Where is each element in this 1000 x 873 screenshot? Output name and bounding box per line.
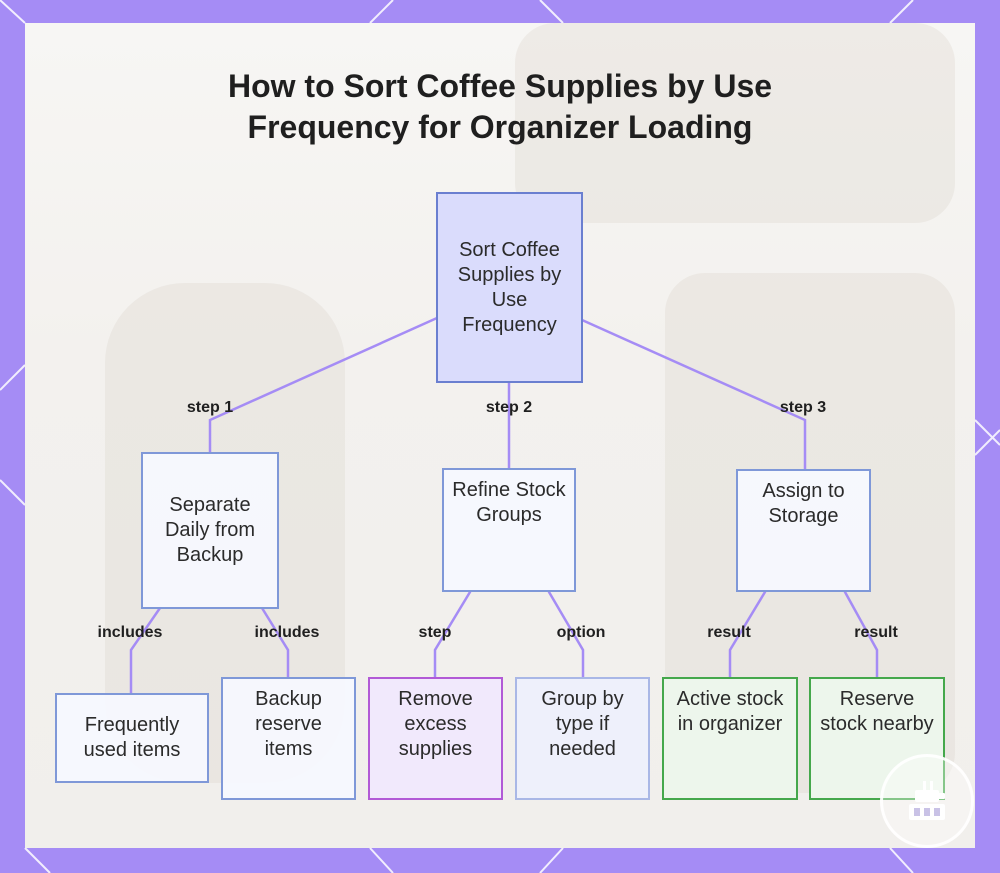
watermark-badge [880, 754, 974, 848]
node-frequent-label: Frequently used items [83, 714, 181, 761]
node-separate-label: Separate Daily from Backup [164, 494, 255, 566]
edge-separate-frequent [129, 606, 162, 695]
edge-assign-reserve [843, 590, 879, 679]
title-line-1: How to Sort Coffee Supplies by Use [227, 68, 773, 104]
edge-separate-backup [260, 606, 290, 679]
edge-label-step: step [418, 624, 452, 641]
robot-icon [909, 781, 945, 820]
edge-label-step3: step 3 [779, 399, 827, 416]
node-refine-label: Refine Stock Groups [452, 479, 566, 526]
node-active-label: Active stock in organizer [676, 688, 784, 735]
edge-label-result-a: result [707, 624, 751, 641]
node-refine: Refine Stock Groups [442, 468, 576, 592]
node-backup-label: Backup reserve items [255, 688, 322, 760]
edge-refine-remove [433, 590, 472, 679]
node-reserve: Reserve stock nearby [809, 677, 945, 800]
node-root: Sort Coffee Supplies by Use Frequency [436, 192, 583, 383]
edge-label-option: option [556, 624, 606, 641]
edge-label-includes-b: includes [254, 624, 320, 641]
node-group-label: Group by type if needed [541, 688, 624, 760]
edge-root-separate [208, 316, 439, 454]
node-frequent: Frequently used items [55, 693, 209, 783]
page-title: How to Sort Coffee Supplies by Use Frequ… [0, 66, 1000, 148]
node-assign-label: Assign to Storage [762, 480, 845, 527]
node-remove-label: Remove excess supplies [398, 688, 473, 760]
edge-label-result-b: result [854, 624, 898, 641]
edge-label-step1: step 1 [186, 399, 234, 416]
node-group: Group by type if needed [515, 677, 650, 800]
edge-label-step2: step 2 [485, 399, 533, 416]
node-assign: Assign to Storage [736, 469, 871, 592]
node-active: Active stock in organizer [662, 677, 798, 800]
node-root-label: Sort Coffee Supplies by Use Frequency [457, 238, 562, 336]
node-remove: Remove excess supplies [368, 677, 503, 800]
edge-refine-group [547, 590, 585, 679]
title-line-2: Frequency for Organizer Loading [247, 109, 753, 145]
edge-label-includes-a: includes [97, 624, 163, 641]
node-reserve-label: Reserve stock nearby [820, 688, 934, 735]
edge-assign-active [728, 590, 767, 679]
edge-root-assign [580, 318, 807, 471]
node-separate: Separate Daily from Backup [141, 452, 279, 609]
node-backup: Backup reserve items [221, 677, 356, 800]
